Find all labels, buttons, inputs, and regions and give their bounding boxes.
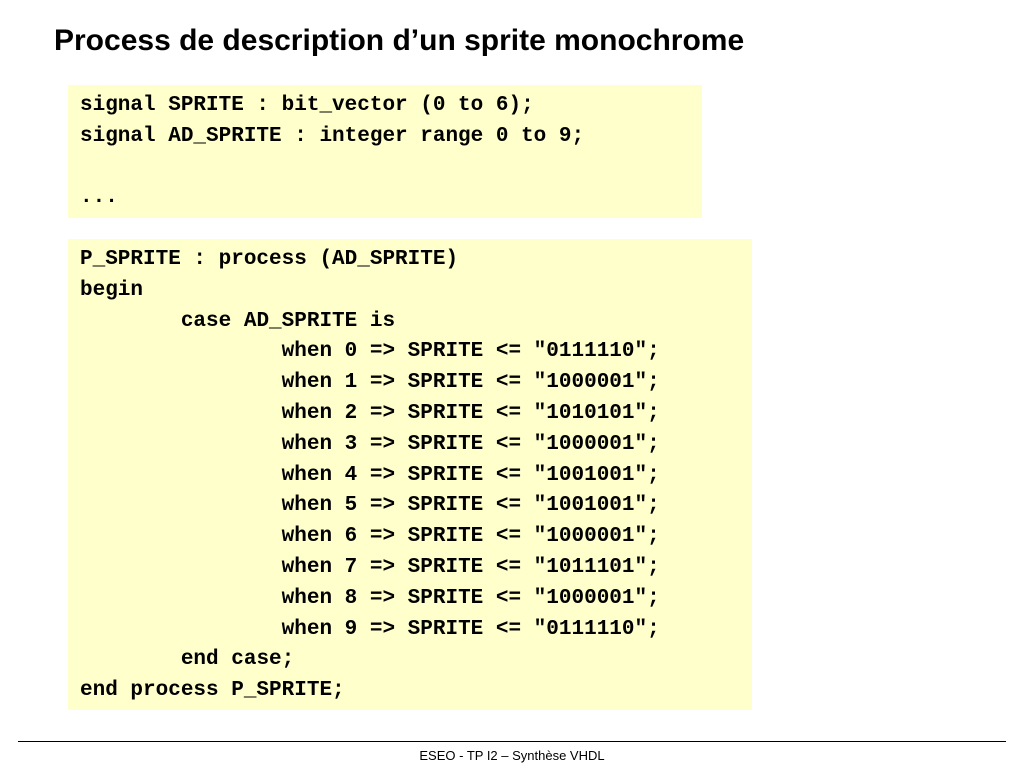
code-line: signal SPRITE : bit_vector (0 to 6); <box>80 94 534 117</box>
footer-divider <box>18 741 1006 742</box>
code-line: signal AD_SPRITE : integer range 0 to 9; <box>80 124 585 148</box>
code-line: end case; <box>80 648 295 672</box>
declarations-code-block: signal SPRITE : bit_vector (0 to 6); sig… <box>68 85 702 218</box>
code-line <box>80 153 690 184</box>
code-line: when 9 => SPRITE <= "0111110"; <box>80 617 660 641</box>
code-line: when 7 => SPRITE <= "1011101"; <box>80 555 660 579</box>
code-line: begin <box>80 278 144 302</box>
code-line: P_SPRITE : process (AD_SPRITE) <box>80 248 459 271</box>
code-line: when 3 => SPRITE <= "1000001"; <box>80 432 660 456</box>
code-line: when 1 => SPRITE <= "1000001"; <box>80 371 660 395</box>
process-code-block: P_SPRITE : process (AD_SPRITE) begin cas… <box>68 239 752 710</box>
code-line: when 5 => SPRITE <= "1001001"; <box>80 494 660 518</box>
code-line: when 8 => SPRITE <= "1000001"; <box>80 586 660 610</box>
footer-text: ESEO - TP I2 – Synthèse VHDL <box>419 748 605 763</box>
slide-title: Process de description d’un sprite monoc… <box>54 24 745 57</box>
code-line: case AD_SPRITE is <box>80 309 396 333</box>
code-line: when 6 => SPRITE <= "1000001"; <box>80 525 660 549</box>
code-line: end process P_SPRITE; <box>80 679 345 703</box>
code-line: when 0 => SPRITE <= "0111110"; <box>80 340 660 364</box>
code-line: ... <box>80 186 118 210</box>
code-line: when 4 => SPRITE <= "1001001"; <box>80 463 660 487</box>
code-line: when 2 => SPRITE <= "1010101"; <box>80 401 660 425</box>
